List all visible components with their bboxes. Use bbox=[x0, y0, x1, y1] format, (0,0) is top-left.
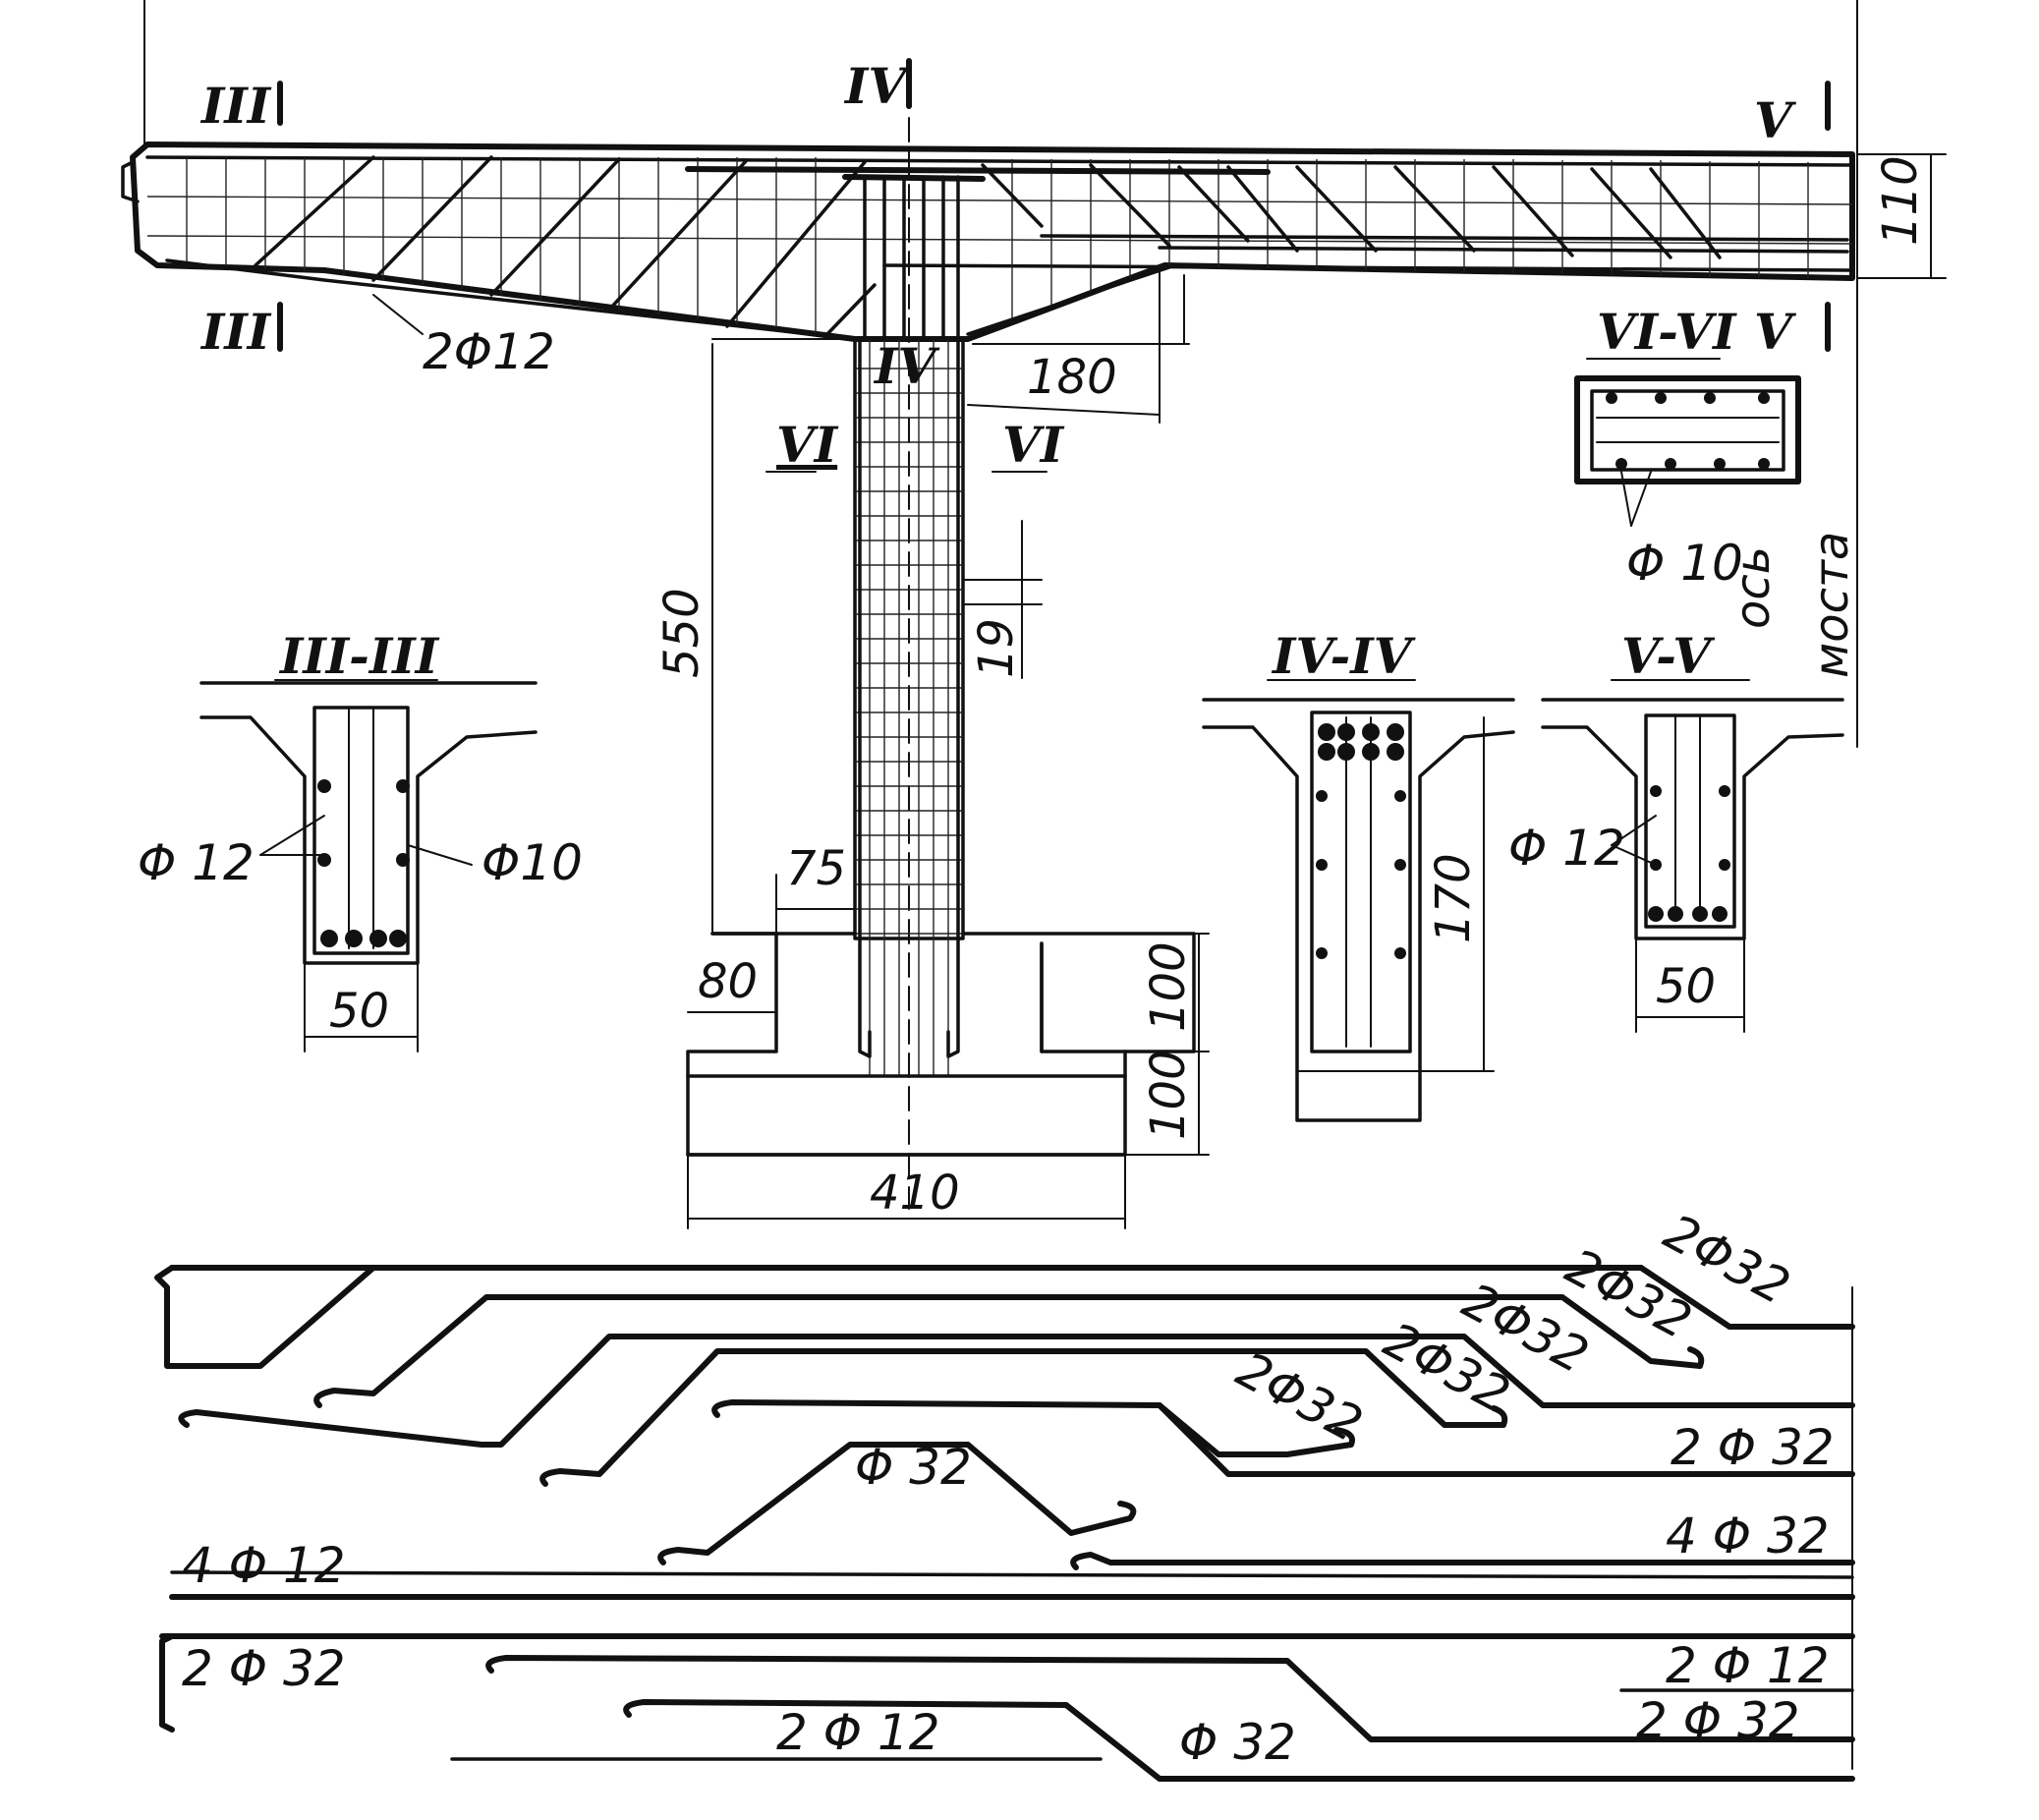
section-mark-v-top: V bbox=[1754, 91, 1797, 149]
bar-11 bbox=[623, 1699, 1855, 1782]
bar-3 bbox=[178, 1334, 1855, 1448]
section-mark-v-right: V bbox=[1754, 303, 1797, 361]
section-vi-outer bbox=[1574, 375, 1801, 484]
rebar-label-s9: 4 Φ 12 bbox=[182, 1537, 346, 1594]
column-left-hook bbox=[858, 337, 872, 1058]
rebar-label-beam-bottom: 2Φ12 bbox=[423, 323, 555, 380]
leader-iii-phi10 bbox=[407, 844, 473, 866]
section-mark-iv-lower: IV bbox=[873, 337, 940, 395]
rebar-label-s11-top: 2 Φ 12 bbox=[1666, 1637, 1830, 1694]
leader-phi10-2 bbox=[1630, 471, 1652, 527]
axis-label-line1: ось bbox=[1726, 546, 1781, 629]
section-mark-vi-right: VI bbox=[1002, 416, 1065, 474]
dim-180-line bbox=[967, 404, 1161, 416]
beam-end-hook bbox=[121, 160, 140, 203]
axis-label-line2: моста bbox=[1804, 532, 1859, 678]
rebar-label-s8: 4 Φ 32 bbox=[1666, 1507, 1830, 1564]
section-vi-vi: VI-VI Φ 10 bbox=[1574, 303, 1801, 592]
section-title-v-v: V-V bbox=[1621, 627, 1716, 685]
column-top-fan bbox=[863, 175, 960, 341]
leader-phi10-1 bbox=[1620, 471, 1632, 527]
rebar-label-s10: 2 Φ 32 bbox=[182, 1640, 346, 1697]
rebar-label-s12: 2 Φ 12 bbox=[776, 1704, 940, 1761]
section-iv-stirrup bbox=[1310, 711, 1412, 1053]
bridge-axis-label: ось моста bbox=[1726, 532, 1859, 678]
bar-10 bbox=[485, 1655, 1855, 1742]
bar-7 bbox=[1070, 1552, 1855, 1570]
section-iii-stirrup bbox=[312, 706, 410, 955]
beam-elevation: III III IV V V 2Φ12 110 bbox=[121, 0, 1947, 1210]
rebar-label-vi-section: Φ 10 bbox=[1626, 535, 1743, 592]
column-elevation: IV VI VI 180 550 19 75 80 bbox=[654, 175, 1210, 1229]
section-mark-iii-bottom: III bbox=[199, 303, 272, 361]
dim-100b: 100 bbox=[1141, 1050, 1196, 1140]
bar-5-hook bbox=[1157, 1402, 1355, 1457]
support-top-bars bbox=[685, 166, 1849, 254]
dim-180: 180 bbox=[1027, 350, 1117, 405]
section-vi-inner bbox=[1590, 389, 1785, 472]
rebar-label-iii-left: Φ 12 bbox=[138, 834, 255, 891]
dim-19: 19 bbox=[969, 618, 1024, 678]
section-v-outline bbox=[1541, 725, 1844, 940]
section-title-iii-iii: III-III bbox=[278, 627, 440, 685]
deck-bottom-bar bbox=[882, 263, 1854, 272]
bar-4 bbox=[539, 1348, 1508, 1487]
dim-410: 410 bbox=[870, 1166, 960, 1221]
dim-110: 110 bbox=[1873, 155, 1928, 246]
section-iii-iii: III-III Φ 12 Φ10 50 bbox=[138, 627, 583, 1052]
right-diagonal-bars bbox=[981, 163, 1722, 259]
rebar-label-s5: 2Φ32 bbox=[1227, 1340, 1371, 1452]
rebar-label-s13: Φ 32 bbox=[1179, 1714, 1296, 1771]
dim-75: 75 bbox=[786, 841, 846, 896]
column-right-hook bbox=[946, 337, 960, 1058]
bottom-sloped-bar bbox=[165, 258, 857, 341]
column-reinforcement-grid bbox=[855, 339, 963, 1076]
section-mark-iv-top: IV bbox=[843, 57, 911, 115]
leader-v-phi12-a bbox=[1611, 815, 1657, 846]
dim-50a: 50 bbox=[329, 984, 389, 1039]
rebar-label-v-left: Φ 12 bbox=[1508, 820, 1625, 877]
bar-9 bbox=[159, 1633, 1855, 1733]
dim-170: 170 bbox=[1426, 853, 1481, 943]
bar-5 bbox=[711, 1399, 1855, 1477]
leader-iii-phi12-a bbox=[259, 815, 325, 856]
footing-upper-right bbox=[710, 932, 1196, 1053]
rebar-schedule: 2Φ32 2Φ32 2Φ32 2Φ32 2Φ32 2 Φ 32 Φ 32 4 Φ… bbox=[154, 1203, 1855, 1782]
section-title-iv-iv: IV-IV bbox=[1271, 627, 1417, 685]
bar-8b bbox=[170, 1570, 1854, 1579]
bar-1 bbox=[154, 1265, 1855, 1369]
dim-50b: 50 bbox=[1656, 959, 1716, 1014]
section-iii-outline bbox=[199, 715, 538, 965]
section-v-v: V-V Φ 12 50 bbox=[1508, 627, 1844, 1033]
bottom-sloped-bar-right bbox=[966, 265, 1171, 336]
rebar-label-s11-bottom: 2 Φ 32 bbox=[1636, 1692, 1800, 1749]
leader-v-phi12-b bbox=[1611, 844, 1657, 866]
bar-6 bbox=[657, 1442, 1137, 1565]
beam-stirrup-grid bbox=[146, 157, 1853, 336]
section-iv-iv: IV-IV 170 bbox=[1202, 627, 1515, 1122]
rebar-label-s7: Φ 32 bbox=[855, 1439, 972, 1496]
leader-2phi12 bbox=[372, 294, 424, 335]
section-mark-vi-left: VI bbox=[776, 416, 839, 474]
section-title-vi-vi: VI-VI bbox=[1597, 303, 1737, 361]
dim-80: 80 bbox=[698, 954, 758, 1009]
section-v-stirrup bbox=[1644, 713, 1736, 929]
section-mark-iii-top: III bbox=[199, 77, 272, 135]
dim-550: 550 bbox=[654, 588, 709, 678]
deck-top-bar bbox=[145, 155, 1854, 167]
bar-2 bbox=[313, 1294, 1705, 1408]
rebar-label-iii-right: Φ10 bbox=[481, 834, 583, 891]
left-diagonal-bars bbox=[254, 155, 877, 338]
dim-100a: 100 bbox=[1141, 941, 1196, 1032]
rebar-label-s6: 2 Φ 32 bbox=[1671, 1419, 1835, 1476]
section-iv-outline bbox=[1202, 725, 1515, 1122]
